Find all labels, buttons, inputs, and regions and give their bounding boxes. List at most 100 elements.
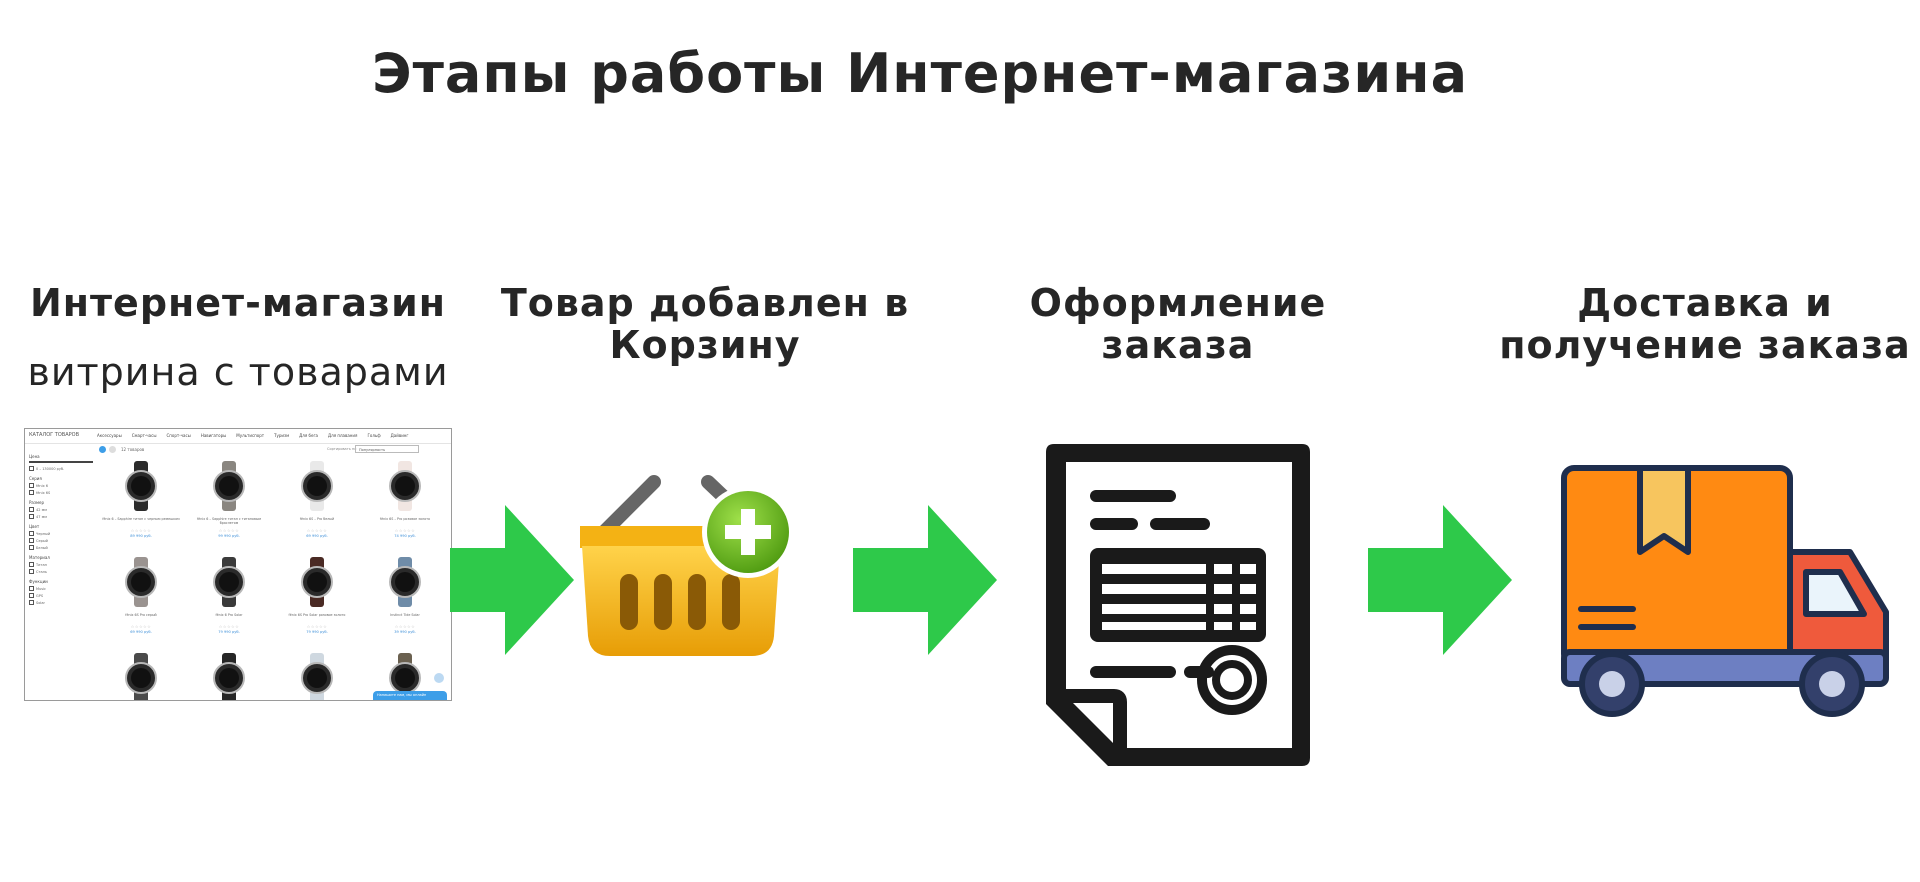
shop-nav-item[interactable]: Туризм [274, 433, 290, 438]
rating-stars-icon: ☆☆☆☆☆ [130, 528, 152, 533]
rating-stars-icon: ☆☆☆☆☆ [218, 624, 240, 629]
filter-checkbox[interactable] [29, 545, 34, 550]
shop-nav-item[interactable]: Для бега [299, 433, 319, 438]
product-name[interactable]: Instinct Tide Solar [390, 613, 420, 617]
filter-checkbox[interactable] [29, 586, 34, 591]
shop-nav-item[interactable]: Для плавания [328, 433, 358, 438]
filter-option[interactable]: Music [29, 586, 95, 591]
filter-option-label: GPS [36, 593, 44, 598]
filter-option-label: Music [36, 586, 46, 591]
shop-nav-item[interactable]: Гольф [367, 433, 381, 438]
filter-option[interactable]: 42 мм [29, 507, 95, 512]
shop-nav-item[interactable]: Дайвинг [390, 433, 409, 438]
product-card[interactable]: Instinct Camo☆☆☆☆☆34 990 руб. [363, 651, 447, 700]
watch-icon [125, 461, 157, 511]
filter-option-label: Solar [36, 600, 45, 605]
product-card[interactable]: fēnix 6 Pro Solar☆☆☆☆☆79 990 руб. [187, 555, 271, 653]
filter-checkbox[interactable] [29, 569, 34, 574]
sort-label: Сортировать по [327, 447, 357, 451]
order-document-icon [1046, 444, 1310, 766]
watch-icon [301, 653, 333, 700]
filter-option[interactable]: Титан [29, 562, 95, 567]
step-1-title: Интернет-магазин [20, 282, 456, 324]
rating-stars-icon: ☆☆☆☆☆ [130, 624, 152, 629]
product-name[interactable]: fēnix 6S – Pro белый [299, 517, 335, 521]
product-name[interactable]: fēnix 6 Pro Solar [215, 613, 243, 617]
shop-nav-item[interactable]: Спорт-часы [166, 433, 191, 438]
step-4-title-line-1: Доставка и [1577, 281, 1833, 325]
price-slider[interactable] [29, 461, 93, 463]
product-card[interactable]: fēnix 6S Pro серый ☆☆☆☆☆69 990 руб. [99, 555, 183, 653]
filter-option[interactable]: Сталь [29, 569, 95, 574]
list-view-icon[interactable] [109, 446, 116, 453]
watch-icon [125, 557, 157, 607]
filter-option-label: 47 мм [36, 514, 47, 519]
product-card[interactable]: Instinct Tide Solar ☆☆☆☆☆39 990 руб. [363, 555, 447, 653]
product-price: 39 990 руб. [394, 630, 416, 634]
step-4-title-line-2: получение заказа [1499, 323, 1911, 367]
filter-checkbox[interactable] [29, 531, 34, 536]
filter-option[interactable]: fēnix 6S [29, 490, 95, 495]
filter-option[interactable]: 47 мм [29, 514, 95, 519]
product-card[interactable]: fēnix 6S – Pro белый☆☆☆☆☆69 990 руб. [275, 459, 359, 557]
product-card[interactable]: fēnix 6 – Sapphire титан с черным ремешк… [99, 459, 183, 557]
filter-checkbox[interactable] [29, 538, 34, 543]
filter-option[interactable]: GPS [29, 593, 95, 598]
product-name[interactable]: fēnix 6 – Sapphire титан с титановым бра… [197, 517, 261, 525]
step-2-title-line-1: Товар добавлен в [500, 281, 910, 325]
filter-checkbox[interactable] [29, 600, 34, 605]
rating-stars-icon: ☆☆☆☆☆ [394, 624, 416, 629]
sort-select[interactable]: Популярность [355, 445, 419, 453]
product-card[interactable]: fēnix 6 Pro☆☆☆☆☆64 990 руб. [99, 651, 183, 700]
filter-checkbox[interactable] [29, 490, 34, 495]
step-3-title: Оформление заказа [1000, 282, 1356, 366]
page-title: Этапы работы Интернет-магазина [371, 42, 1469, 105]
chat-widget[interactable]: Напишите нам, мы онлайн [373, 691, 447, 700]
filter-header: Цена [29, 454, 40, 459]
product-price: 99 990 руб. [218, 534, 240, 538]
filter-checkbox[interactable] [29, 466, 34, 471]
shop-nav-item[interactable]: Мультиспорт [236, 433, 265, 438]
product-card[interactable]: fēnix 6 – Sapphire титан с титановым бра… [187, 459, 271, 557]
product-card[interactable]: fēnix 6X Pro☆☆☆☆☆74 990 руб. [187, 651, 271, 700]
grid-view-icon[interactable] [99, 446, 106, 453]
scroll-up-icon[interactable] [434, 673, 444, 683]
product-name[interactable]: fēnix 6S Pro Solar розовое золото [288, 613, 346, 617]
filter-option[interactable]: Белый [29, 545, 95, 550]
shop-nav-item[interactable]: Аксессуары [97, 433, 122, 438]
step-1-title-line: Интернет-магазин [29, 281, 447, 325]
filter-checkbox[interactable] [29, 483, 34, 488]
filter-option[interactable]: Solar [29, 600, 95, 605]
filter-option[interactable]: Серый [29, 538, 95, 543]
filter-header: Функции [29, 579, 48, 584]
filter-checkbox[interactable] [29, 593, 34, 598]
product-name[interactable]: fēnix 6S – Pro розовое золото [379, 517, 431, 521]
basket-plus-icon [580, 475, 794, 656]
product-price: 79 990 руб. [306, 630, 328, 634]
filter-option[interactable]: fēnix 6 [29, 483, 95, 488]
step-1-subtitle: витрина с товарами [27, 350, 449, 394]
shop-nav-item[interactable]: Навигаторы [200, 433, 227, 438]
watch-icon [301, 557, 333, 607]
filter-option[interactable]: Черный [29, 531, 95, 536]
filter-checkbox[interactable] [29, 514, 34, 519]
filter-checkbox[interactable] [29, 562, 34, 567]
filter-option[interactable]: 0 – 130000 руб. [29, 466, 95, 471]
product-name[interactable]: fēnix 6S Pro серый [125, 613, 157, 617]
watch-icon [301, 461, 333, 511]
product-name[interactable]: fēnix 6 – Sapphire титан с черным ремешк… [102, 517, 180, 521]
shop-nav-item[interactable]: Смарт-часы [131, 433, 157, 438]
arrow-3-icon [1368, 505, 1512, 655]
product-card[interactable]: fēnix 6S – Pro розовое золото☆☆☆☆☆74 990… [363, 459, 447, 557]
watch-icon [389, 461, 421, 511]
filter-option-label: Сталь [36, 569, 47, 574]
filter-option-label: Белый [36, 545, 48, 550]
filter-header: Материал [29, 555, 50, 560]
product-price: 69 990 руб. [130, 630, 152, 634]
product-card[interactable]: fēnix 6S Pro Solar розовое золото☆☆☆☆☆79… [275, 555, 359, 653]
product-card[interactable]: fēnix 6S Pro☆☆☆☆☆64 990 руб. [275, 651, 359, 700]
filter-checkbox[interactable] [29, 507, 34, 512]
